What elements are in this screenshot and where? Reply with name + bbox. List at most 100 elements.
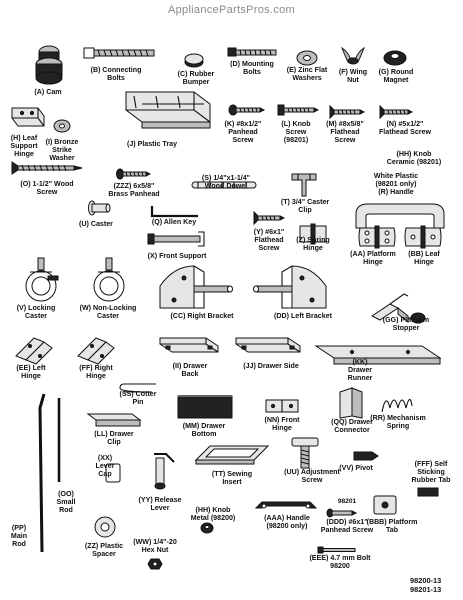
drawer-connector-figure: [338, 386, 364, 420]
connecting-bolts-figure: [82, 44, 162, 64]
label-allen-key: (Q) Allen Key: [151, 218, 197, 226]
drawer-bottom-figure: [176, 394, 234, 420]
label-drawer-clip: (LL) Drawer Clip: [94, 430, 134, 446]
drawer-runner-figure: [312, 336, 444, 372]
bronze-strike-washer-figure: [52, 118, 72, 134]
panhead-screw-ddd-figure: [326, 508, 358, 518]
left-hinge-ee-figure: [14, 334, 54, 365]
label-small-rod: (OO) Small Rod: [56, 490, 76, 514]
flathead-screw-n-figure: [379, 104, 414, 120]
label-non-locking-caster: (W) Non-Locking Caster: [79, 304, 137, 320]
label-locking-caster: (V) Locking Caster: [16, 304, 56, 320]
caster-u-figure: [88, 200, 111, 218]
right-bracket-figure: [154, 262, 234, 312]
label-panhead-screw-ddd: (DDD) #6x1" Panhead Screw: [320, 518, 374, 534]
mechanism-spring-figure: [380, 388, 414, 414]
cotter-pin-figure: [118, 382, 158, 394]
label-release-lever: (YY) Release Lever: [138, 496, 182, 512]
small-rod-figure: [54, 396, 64, 484]
handle-aaa-figure: [254, 498, 318, 512]
platform-stopper-figure: [368, 290, 428, 330]
label-round-magnet: (G) Round Magnet: [378, 68, 414, 84]
label-panhead-screw-k: (K) #8x1/2" Panhead Screw: [224, 120, 262, 144]
lever-cap-figure: [104, 462, 122, 484]
metal-knob-figure: [200, 522, 214, 534]
front-hinge-figure: [264, 398, 300, 414]
pivot-figure: [352, 448, 380, 464]
label-main-rod: (PP) Main Rod: [10, 524, 28, 548]
wood-dowel-figure: [190, 180, 260, 190]
release-lever-figure: [148, 450, 180, 496]
label-flathead-screw-y: (Y) #6x1" Flathead Screw: [253, 228, 285, 252]
label-flathead-screw-n: (N) #5x1/2" Flathead Screw: [378, 120, 432, 136]
round-magnet-figure: [383, 48, 407, 66]
plastic-spacer-figure: [94, 516, 116, 538]
label-drawer-connector: (QQ) Drawer Connector: [331, 418, 373, 434]
wing-nut-figure: [340, 46, 366, 66]
label-drawer-runner: (KK) Drawer Runner: [347, 358, 373, 382]
label-front-hinge: (NN) Front Hinge: [264, 416, 300, 432]
leaf-support-hinge-figure: [8, 104, 48, 130]
platform-tab-figure: [372, 494, 398, 516]
panhead-screw-k-figure: [228, 104, 266, 116]
locking-caster-figure: [20, 257, 62, 302]
label-adjustment-screw: (UU) Adjustment Screw: [284, 468, 340, 484]
label-pivot: (VV) Pivot: [339, 464, 373, 472]
allen-key-figure: [150, 204, 200, 218]
label-platform-stopper: (GG) Platform Stopper: [382, 316, 430, 332]
label-handle-aaa: (AAA) Handle (98200 only): [264, 514, 310, 530]
rubber-bumper-figure: [183, 52, 205, 68]
label-wood-dowel: (S) 1/4"x1-1/4" Wood Dowel: [201, 174, 251, 190]
label-rubber-bumper: (C) Rubber Bumper: [177, 70, 215, 86]
label-drawer-side: (JJ) Drawer Side: [243, 362, 299, 370]
drawer-clip-figure: [86, 408, 142, 430]
label-caster-clip: (T) 3/4" Caster Clip: [280, 198, 330, 214]
label-plastic-tray: (J) Plastic Tray: [126, 140, 178, 148]
label-front-support: (X) Front Support: [147, 252, 207, 260]
label-ceramic-knob: (HH) Knob Ceramic (98201): [386, 150, 442, 166]
label-wing-nut: (F) Wing Nut: [338, 68, 368, 84]
left-bracket-figure: [252, 262, 332, 312]
label-lever-cap: (XX) Lever Cap: [95, 454, 115, 478]
watermark: AppliancePartsPros.com: [167, 4, 296, 16]
label-cam: (A) Cam: [34, 88, 62, 96]
drawer-side-figure: [232, 334, 304, 358]
drawer-back-figure: [156, 334, 222, 358]
label-zinc-flat-washers: (E) Zinc Flat Washers: [286, 66, 328, 82]
label-drawer-back: (II) Drawer Back: [172, 362, 208, 378]
bolt-eee-figure: [317, 546, 358, 554]
adjustment-screw-figure: [290, 436, 320, 470]
label-platform-tab: (BBB) Platform Tab: [366, 518, 418, 534]
flathead-screw-m-figure: [329, 104, 366, 120]
label-platform-hinge: (AA) Platform Hinge: [350, 250, 396, 266]
label-mounting-bolts: (D) Mounting Bolts: [230, 60, 274, 76]
label-plastic-spacer: (ZZ) Plastic Spacer: [84, 542, 124, 558]
wood-screw-o-figure: [11, 160, 83, 176]
right-hinge-ff-figure: [76, 334, 116, 365]
label-bolt-eee: (EEE) 4.7 mm Bolt 98200: [309, 554, 371, 570]
label-leaf-support-hinge: (H) Leaf Support Hinge: [10, 134, 38, 158]
label-rubber-tab: (FFF) Self Sticking Rubber Tab: [411, 460, 451, 484]
label-left-hinge-ee: (EE) Left Hinge: [16, 364, 46, 380]
label-drawer-bottom: (MM) Drawer Bottom: [182, 422, 226, 438]
label-brass-panhead: (ZZZ) 6x5/8" Brass Panhead: [108, 182, 160, 198]
main-rod-figure: [34, 392, 54, 560]
brass-panhead-figure: [116, 168, 152, 180]
label-leaf-hinge-bb: (BB) Leaf Hinge: [408, 250, 440, 266]
caster-clip-figure: [288, 170, 320, 200]
label-ddd-model: 98201: [337, 498, 357, 505]
label-right-bracket: (CC) Right Bracket: [170, 312, 234, 320]
rubber-tab-figure: [416, 486, 440, 498]
label-wood-screw: (O) 1-1/2" Wood Screw: [20, 180, 74, 196]
platform-hinge-figure: [358, 224, 396, 250]
hex-nut-figure: [147, 558, 163, 570]
flathead-screw-y-figure: [253, 210, 286, 226]
label-sewing-insert: (TT) Sewing Insert: [211, 470, 253, 486]
label-flathead-screw-m: (M) #8x5/8" Flathead Screw: [326, 120, 364, 144]
label-caster-u: (U) Caster: [79, 220, 113, 228]
label-spring-hinge: (Z) Spring Hinge: [296, 236, 330, 252]
mounting-bolts-figure: [227, 46, 278, 58]
label-knob-screw: (L) Knob Screw (98201): [281, 120, 311, 144]
leaf-hinge-bb-figure: [404, 224, 442, 250]
knob-screw-figure: [277, 104, 320, 116]
